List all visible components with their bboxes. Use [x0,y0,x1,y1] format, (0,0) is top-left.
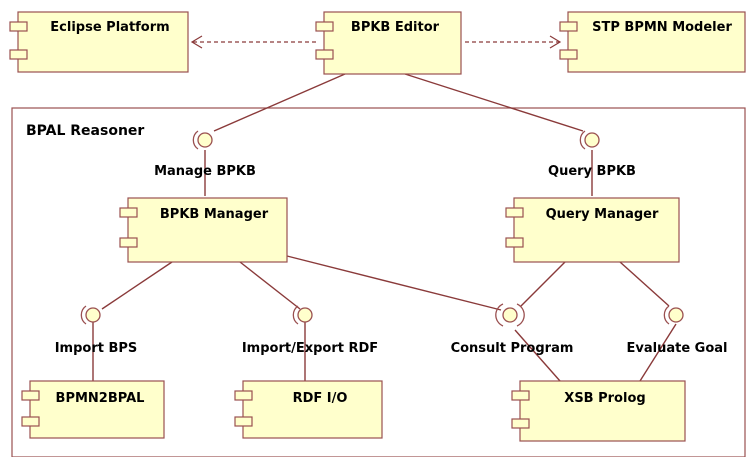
component-label: RDF I/O [293,391,348,406]
component-icon [505,207,524,218]
connector-querymanager-consult [520,261,566,307]
connector-editor-manage [213,73,346,132]
component-label: BPMN2BPAL [56,391,145,406]
component-icon [234,390,253,401]
component-bpkb-editor: BPKB Editor [315,11,462,75]
component-icon [9,21,28,32]
connector-editor-query [404,73,584,132]
component-bpkb-manager: BPKB Manager [119,197,288,263]
component-icon [511,390,530,401]
component-label: BPKB Editor [351,20,440,35]
connector-bpkbmanager-rdf [239,261,301,310]
interface-import-export-rdf: Import/Export RDF [242,305,378,356]
component-icon [559,21,578,32]
component-label: XSB Prolog [564,391,645,406]
lollipop-icon [297,307,313,323]
component-rdf-io: RDF I/O [234,380,383,439]
interface-label: Import BPS [55,341,138,356]
interface-label: Query BPKB [548,164,636,179]
connectors [92,73,677,382]
lollipop-icon [197,132,213,148]
connector-bpkbmanager-consult [286,255,502,311]
component-icon [119,207,138,218]
package-bpal-reasoner: BPAL Reasoner [11,107,746,457]
interface-consult-program: Consult Program [451,303,574,356]
component-icon [21,390,40,401]
lollipop-icon [502,307,518,323]
component-label: Query Manager [546,207,659,222]
lollipop-icon [85,307,101,323]
interface-label: Manage BPKB [154,164,256,179]
socket-icon [579,130,586,150]
component-label: BPKB Manager [160,207,269,222]
interface-label: Import/Export RDF [242,341,378,356]
component-label: Eclipse Platform [50,20,169,35]
component-xsb-prolog: XSB Prolog [511,380,686,442]
lollipop-icon [668,307,684,323]
lollipop-icon [584,132,600,148]
interface-manage-bpkb: Manage BPKB [154,130,256,179]
connector-evaluate-xsb [639,323,677,382]
interface-evaluate-goal: Evaluate Goal [627,305,728,356]
dependency-editor-to-eclipse [190,35,316,49]
interface-query-bpkb: Query BPKB [548,130,636,179]
socket-icon [495,303,504,327]
connector-consult-xsb [514,329,561,382]
socket-icon [516,303,525,327]
interface-import-bps: Import BPS [55,305,138,356]
interface-label: Evaluate Goal [627,341,728,356]
component-query-manager: Query Manager [505,197,680,263]
socket-icon [663,305,670,325]
dependency-editor-to-stp [465,35,562,49]
connector-querymanager-evaluate [619,261,670,307]
component-bpmn2bpal: BPMN2BPAL [21,380,165,439]
component-icon [315,21,334,32]
interface-label: Consult Program [451,341,574,356]
socket-icon [292,305,299,325]
component-stp-bpmn-modeler: STP BPMN Modeler [559,11,746,73]
package-frame [11,107,746,457]
connector-bpkbmanager-importbps [101,261,173,310]
package-label: BPAL Reasoner [26,123,144,139]
socket-icon [80,305,87,325]
component-label: STP BPMN Modeler [592,20,732,35]
component-eclipse-platform: Eclipse Platform [9,11,189,73]
socket-icon [192,130,199,150]
